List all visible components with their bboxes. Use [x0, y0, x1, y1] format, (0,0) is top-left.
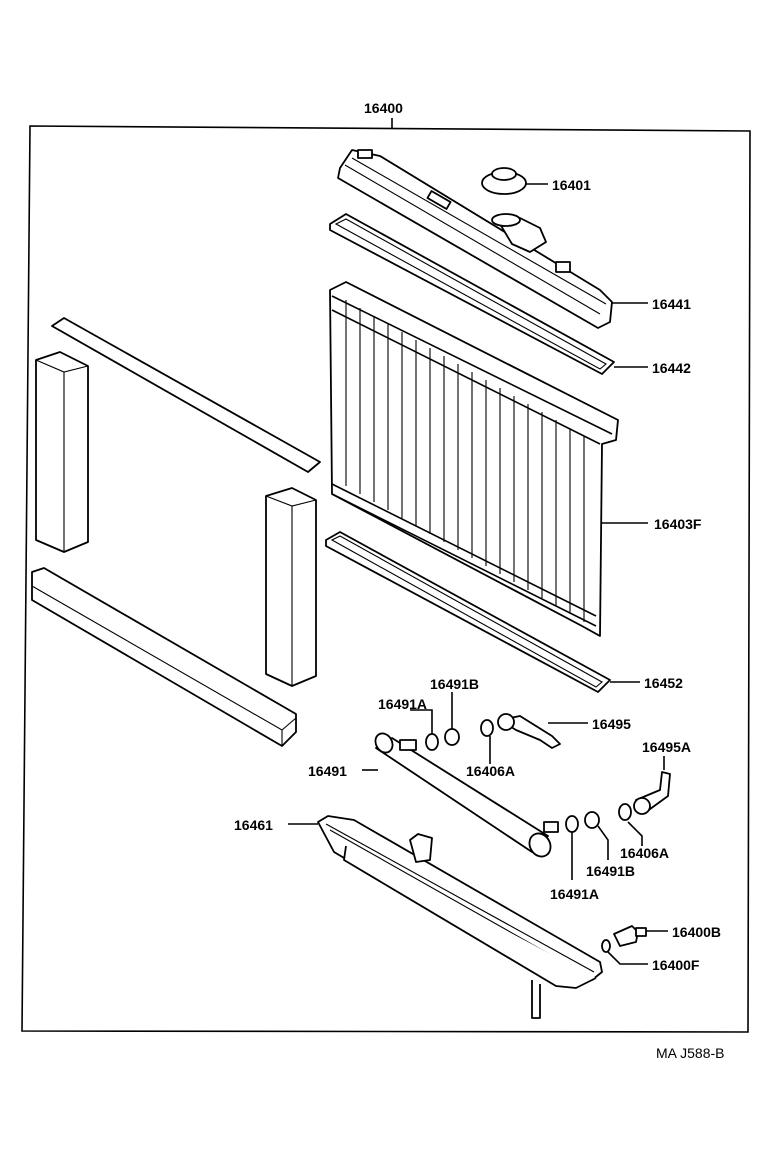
- assembly-label: 16400: [364, 100, 403, 116]
- callout-16495A: 16495A: [642, 739, 691, 755]
- hose-fitting-top: 16495 16406A: [466, 713, 631, 779]
- washers-top: 16491A 16491B: [378, 676, 479, 751]
- callout-16442: 16442: [652, 360, 691, 376]
- callout-16441: 16441: [652, 296, 691, 312]
- foam-block-left: [35, 351, 89, 553]
- upper-gasket: 16442: [329, 213, 691, 376]
- reference-code: MA J588-B: [656, 1045, 724, 1061]
- foam-seal-top: [51, 317, 321, 473]
- callout-16403F: 16403F: [654, 516, 702, 532]
- callout-16491B-bottom: 16491B: [586, 863, 635, 879]
- upper-tank: [337, 149, 613, 329]
- callout-16401: 16401: [552, 177, 591, 193]
- callout-16406A-top: 16406A: [466, 763, 515, 779]
- radiator-core: 16403F: [329, 281, 702, 637]
- callout-16491: 16491: [308, 763, 347, 779]
- radiator-cap: 16401: [481, 167, 591, 195]
- assembly-frame: 16400: [21, 100, 751, 1033]
- callout-16441-group: 16441: [612, 296, 691, 312]
- callout-16406A-bottom: 16406A: [620, 845, 669, 861]
- callout-16495: 16495: [592, 716, 631, 732]
- callout-16400F: 16400F: [652, 957, 700, 973]
- callout-16452: 16452: [644, 675, 683, 691]
- lower-tank: 16461: [234, 815, 603, 1019]
- washers-bottom: 16491B 16491A: [550, 811, 635, 902]
- drain-cock: 16400B 16400F: [601, 924, 721, 973]
- oil-cooler-pipe: 16491: [308, 732, 559, 858]
- lower-gasket: 16452: [325, 531, 683, 693]
- callout-16491A-bottom: 16491A: [550, 886, 599, 902]
- foam-block-right: [265, 487, 317, 687]
- callout-16400B: 16400B: [672, 924, 721, 940]
- callout-16461: 16461: [234, 817, 273, 833]
- foam-seal-bottom: [31, 567, 297, 747]
- hose-fitting-bottom: 16495A 16406A: [618, 739, 691, 861]
- callout-16491A-top: 16491A: [378, 696, 427, 712]
- callout-16491B-top: 16491B: [430, 676, 479, 692]
